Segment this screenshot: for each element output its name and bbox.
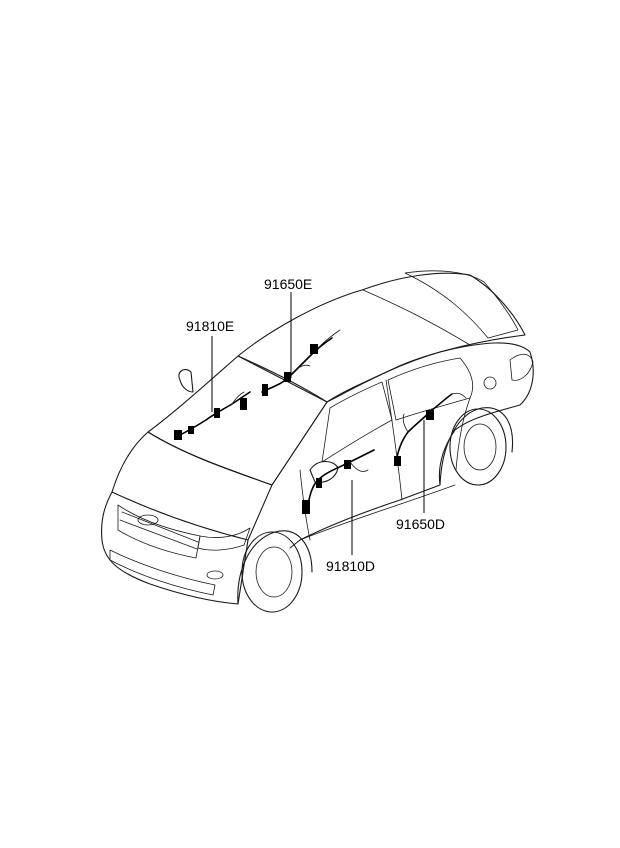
connector bbox=[188, 426, 194, 434]
callout-91810E: 91810E bbox=[186, 318, 234, 334]
front-door-window bbox=[321, 381, 393, 463]
rear-wheel-rim bbox=[463, 423, 497, 471]
connector bbox=[426, 410, 434, 420]
rear-wheel-arch bbox=[439, 407, 514, 486]
harness-rear-door-left bbox=[302, 449, 375, 514]
callout-91650E: 91650E bbox=[264, 276, 312, 292]
rear-door-window bbox=[387, 357, 474, 421]
connector bbox=[240, 398, 247, 410]
callout-91650D: 91650D bbox=[396, 516, 445, 532]
connector bbox=[310, 344, 318, 354]
connector bbox=[316, 478, 322, 488]
front-wheel-rim bbox=[255, 546, 293, 598]
connector bbox=[394, 456, 401, 466]
rear-door-seam bbox=[455, 397, 471, 471]
connector bbox=[262, 384, 268, 396]
body-side bbox=[271, 342, 534, 549]
harness-front-door-left bbox=[174, 391, 251, 440]
rear-wheel bbox=[449, 408, 507, 486]
front-wheel bbox=[241, 531, 303, 613]
fog-lamp bbox=[206, 570, 224, 580]
taillight bbox=[509, 353, 534, 381]
right-mirror bbox=[309, 460, 339, 483]
connector bbox=[344, 460, 351, 469]
grille bbox=[117, 504, 201, 559]
harness-rear-door-right bbox=[394, 392, 467, 466]
left-mirror bbox=[178, 369, 194, 393]
lower-intake bbox=[109, 549, 216, 596]
connector bbox=[214, 408, 220, 418]
grille-bar-1 bbox=[121, 511, 199, 543]
headlamp bbox=[197, 527, 251, 551]
windshield bbox=[147, 355, 328, 486]
hood bbox=[111, 431, 273, 541]
connector bbox=[174, 430, 182, 440]
car-illustration bbox=[101, 270, 534, 613]
b-pillar-seam bbox=[385, 379, 403, 501]
grille-bar-2 bbox=[119, 519, 198, 550]
roof-rail bbox=[362, 289, 471, 346]
front-fascia bbox=[101, 491, 249, 605]
callout-91810D: 91810D bbox=[326, 558, 375, 574]
connector bbox=[284, 372, 291, 382]
front-wheel-arch bbox=[237, 530, 313, 605]
fuel-door bbox=[483, 376, 497, 390]
harness-front-door-right bbox=[261, 329, 341, 396]
badge bbox=[137, 514, 159, 526]
connector bbox=[302, 500, 310, 514]
rear-window bbox=[404, 270, 519, 339]
rocker bbox=[299, 484, 456, 541]
